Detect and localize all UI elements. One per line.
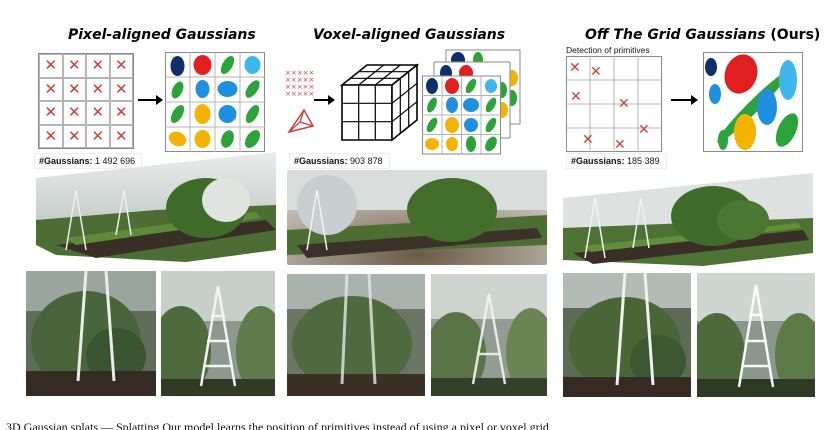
voxel-layer-front [422,75,501,155]
learned-gaussians-output [703,52,803,152]
svg-text:×××××: ××××× [285,76,314,84]
svg-text:✕: ✕ [569,60,581,76]
ours-label: (Ours) [770,27,821,43]
count-value: 1 492 696 [95,156,136,166]
svg-text:✕: ✕ [638,122,650,138]
x-mark-icon: ✕ [67,104,81,122]
x-mark-icon: ✕ [44,57,58,75]
count-label: #Gaussians: [571,156,625,166]
pixel-scene-render [36,152,276,262]
x-mark-icon: ✕ [114,57,128,75]
x-mark-icon: ✕ [44,104,58,122]
gaussian-blob [168,55,261,148]
count-label: #Gaussians: [39,156,93,166]
voxel-cube-icon [339,63,420,142]
count-value: 903 878 [350,156,383,166]
off-the-grid-title-main: Off The Grid Gaussians [585,27,766,43]
off-the-grid-title: Off The Grid Gaussians (Ours) [585,27,820,43]
x-mark-icon: ✕ [44,80,58,98]
arrow-right-icon [671,95,698,105]
grid-gaussian-count: #Gaussians: 185 389 [566,153,667,169]
voxel-gaussians-stack [422,49,521,155]
count-label: #Gaussians: [294,156,348,166]
pixel-crop-left [26,271,156,396]
x-mark-icon: ✕ [67,57,81,75]
pixel-sample-grid-icon: ×××××××××××××××××××× [285,69,314,98]
pixel-crop-right [161,271,275,396]
voxel-gaussian-count: #Gaussians: 903 878 [289,153,390,169]
x-mark-icon: ✕ [67,127,81,145]
pixel-gaussian-count: #Gaussians: 1 492 696 [34,153,143,169]
caption-fragment: 3D Gaussian splats — Splatting Our model… [6,420,549,430]
svg-text:✕: ✕ [614,137,626,152]
detection-label: Detection of primitives [566,45,650,55]
x-mark-icon: ✕ [91,57,105,75]
svg-text:✕: ✕ [582,132,594,148]
x-mark-icon: ✕ [91,127,105,145]
voxel-crop-left [287,274,425,396]
x-mark-icon: ✕ [114,127,128,145]
voxel-crop-right [431,274,547,396]
svg-text:✕: ✕ [590,64,602,80]
pixel-aligned-title: Pixel-aligned Gaussians [68,27,256,43]
grid-crop-right [697,273,815,397]
svg-text:×××××: ××××× [285,69,314,77]
x-mark-icon: ✕ [114,104,128,122]
pixel-gaussians-output [165,52,265,152]
svg-text:✕: ✕ [618,96,630,112]
x-mark-icon: ✕ [44,127,58,145]
count-value: 185 389 [627,156,660,166]
grid-crop-left [563,273,691,397]
arrow-right-icon [314,95,335,105]
x-mark-icon: ✕ [114,80,128,98]
voxel-scene-render [287,170,547,265]
detection-grid: ✕ ✕ ✕ ✕ ✕ ✕ ✕ [566,56,662,152]
camera-frustum-icon [287,108,315,134]
arrow-right-icon [138,95,163,105]
x-mark-icon: ✕ [67,80,81,98]
svg-text:×××××: ××××× [285,83,314,91]
pixel-grid-input: ✕ ✕ ✕ ✕ ✕ ✕ ✕ ✕ ✕ ✕ ✕ ✕ ✕ ✕ ✕ ✕ [38,53,134,149]
detected-x-icons: ✕ ✕ ✕ ✕ ✕ ✕ ✕ [569,60,650,152]
x-mark-icon: ✕ [91,80,105,98]
voxel-aligned-title: Voxel-aligned Gaussians [313,27,506,43]
svg-text:×××××: ××××× [285,90,314,98]
x-mark-icon: ✕ [91,104,105,122]
grid-scene-render [563,173,813,266]
svg-text:✕: ✕ [570,89,582,105]
